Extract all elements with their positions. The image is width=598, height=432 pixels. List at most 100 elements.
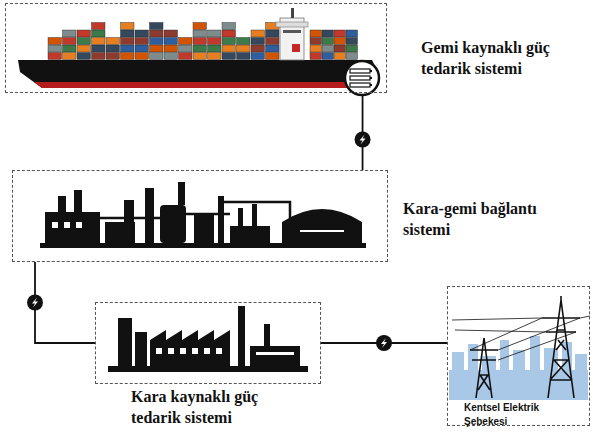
container xyxy=(334,53,346,60)
container xyxy=(310,53,322,60)
container xyxy=(150,45,164,52)
container xyxy=(150,23,164,30)
container xyxy=(164,30,178,37)
container xyxy=(135,30,149,37)
container xyxy=(266,53,280,60)
container xyxy=(251,53,265,60)
container xyxy=(193,30,207,37)
ship-hull xyxy=(18,60,376,88)
container xyxy=(121,23,135,30)
container xyxy=(179,45,193,52)
power-symbol xyxy=(27,295,43,311)
power-pylon xyxy=(452,296,590,398)
container xyxy=(106,45,120,52)
container xyxy=(237,45,251,52)
container xyxy=(164,53,178,60)
container xyxy=(48,38,62,45)
container xyxy=(346,30,358,37)
power-symbol xyxy=(381,338,387,348)
container xyxy=(222,45,236,52)
container xyxy=(193,45,207,52)
container xyxy=(334,38,346,45)
container xyxy=(135,53,149,60)
ship-mast xyxy=(291,8,294,18)
node-label: Kara kaynaklı güç tedarik sistemi xyxy=(131,387,291,429)
container xyxy=(92,38,106,45)
container-ship xyxy=(18,8,376,88)
container xyxy=(63,53,77,60)
container xyxy=(222,30,236,37)
container xyxy=(237,38,251,45)
container xyxy=(77,30,91,37)
container xyxy=(310,30,322,37)
container xyxy=(222,23,236,30)
container xyxy=(193,38,207,45)
container xyxy=(106,38,120,45)
dashed-box: Kara-gemi bağlantı sistemi xyxy=(12,170,388,262)
container xyxy=(208,45,222,52)
power-symbol xyxy=(32,298,38,308)
container xyxy=(121,30,135,37)
container xyxy=(251,45,265,52)
container xyxy=(92,30,106,37)
container xyxy=(135,45,149,52)
container xyxy=(208,30,222,37)
power-symbol xyxy=(360,135,366,145)
container xyxy=(150,30,164,37)
container xyxy=(92,23,106,30)
container xyxy=(63,30,77,37)
container xyxy=(92,45,106,52)
node-label: Kentsel Elektrik Şebekesi xyxy=(464,401,574,428)
container xyxy=(48,45,62,52)
container xyxy=(322,45,334,52)
container xyxy=(208,38,222,45)
container xyxy=(106,53,120,60)
container xyxy=(322,38,334,45)
power-line xyxy=(35,262,95,343)
bridge-window xyxy=(283,30,301,33)
container xyxy=(135,38,149,45)
container xyxy=(251,38,265,45)
power-symbol xyxy=(27,295,43,311)
bridge-deck xyxy=(276,22,308,27)
container xyxy=(121,38,135,45)
node-label: Gemi kaynaklı güç tedarik sistemi xyxy=(421,38,593,80)
dashed-box: Gemi kaynaklı güç tedarik sistemi xyxy=(5,3,387,93)
container xyxy=(266,30,280,37)
battery-icon xyxy=(345,61,379,95)
container xyxy=(334,45,346,52)
container xyxy=(63,45,77,52)
container xyxy=(222,38,236,45)
container xyxy=(92,53,106,60)
container xyxy=(121,45,135,52)
container xyxy=(193,23,207,30)
container xyxy=(237,53,251,60)
connection-plant xyxy=(40,182,366,248)
node-label: Kara-gemi bağlantı sistemi xyxy=(403,199,543,241)
container xyxy=(179,38,193,45)
container xyxy=(164,38,178,45)
container xyxy=(48,53,62,60)
container xyxy=(193,53,207,60)
container xyxy=(208,53,222,60)
container xyxy=(322,53,334,60)
power-symbol xyxy=(355,132,371,148)
power-symbol xyxy=(376,335,392,351)
container xyxy=(77,53,91,60)
dashed-box: Kentsel Elektrik Şebekesi xyxy=(447,286,590,426)
container xyxy=(310,45,322,52)
container xyxy=(322,30,334,37)
hull-stripe xyxy=(34,82,364,88)
container xyxy=(150,38,164,45)
container xyxy=(346,53,358,60)
container xyxy=(251,30,265,37)
container xyxy=(150,53,164,60)
container xyxy=(266,38,280,45)
ship-funnel xyxy=(292,44,300,52)
container xyxy=(63,38,77,45)
container xyxy=(164,45,178,52)
container xyxy=(334,30,346,37)
land-power-plant xyxy=(108,306,308,372)
container xyxy=(121,53,135,60)
